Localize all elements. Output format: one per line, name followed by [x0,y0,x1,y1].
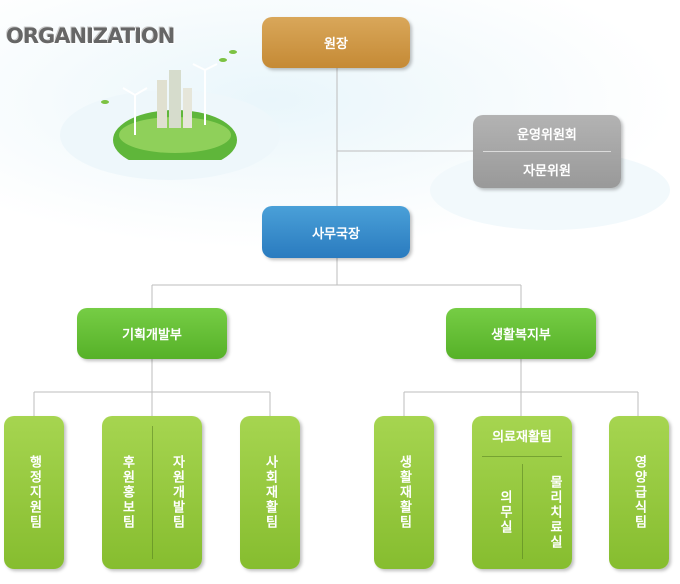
team-life-box: 생활재활팀 [374,416,434,569]
team-nutrition-box: 영양급식팀 [609,416,669,569]
committee-bottom-label: 자문위원 [523,164,571,179]
team-medical-divider [482,456,562,457]
dept-welfare-box: 생활복지부 [446,308,596,359]
committee-top-label: 운영위원회 [517,128,577,143]
team-social-box: 사회재활팀 [240,416,300,569]
team-resource-label: 자원개발팀 [169,455,185,530]
page-title: ORGANIZATION [6,24,175,48]
team-medical-box: 의료재활팀 의무실 물리치료실 [472,416,572,569]
team-admin-box: 행정지원팀 [4,416,64,569]
team-medical-sub2-label: 물리치료실 [547,474,562,550]
director-box: 원장 [262,17,410,68]
dept-planning-box: 기획개발부 [77,308,227,359]
eco-city-illustration [101,50,237,160]
team-sponsor-resource-box: 후원홍보팀 자원개발팀 [102,416,202,569]
team-divider [152,426,153,559]
committee-divider [483,151,611,152]
secretary-box: 사무국장 [262,206,410,258]
committee-box: 운영위원회 자문위원 [473,115,621,188]
team-medical-sub1-label: 의무실 [497,489,512,535]
team-sponsor-label: 후원홍보팀 [119,455,135,530]
team-medical-label: 의료재활팀 [492,430,552,445]
team-medical-inner-divider [522,464,523,559]
